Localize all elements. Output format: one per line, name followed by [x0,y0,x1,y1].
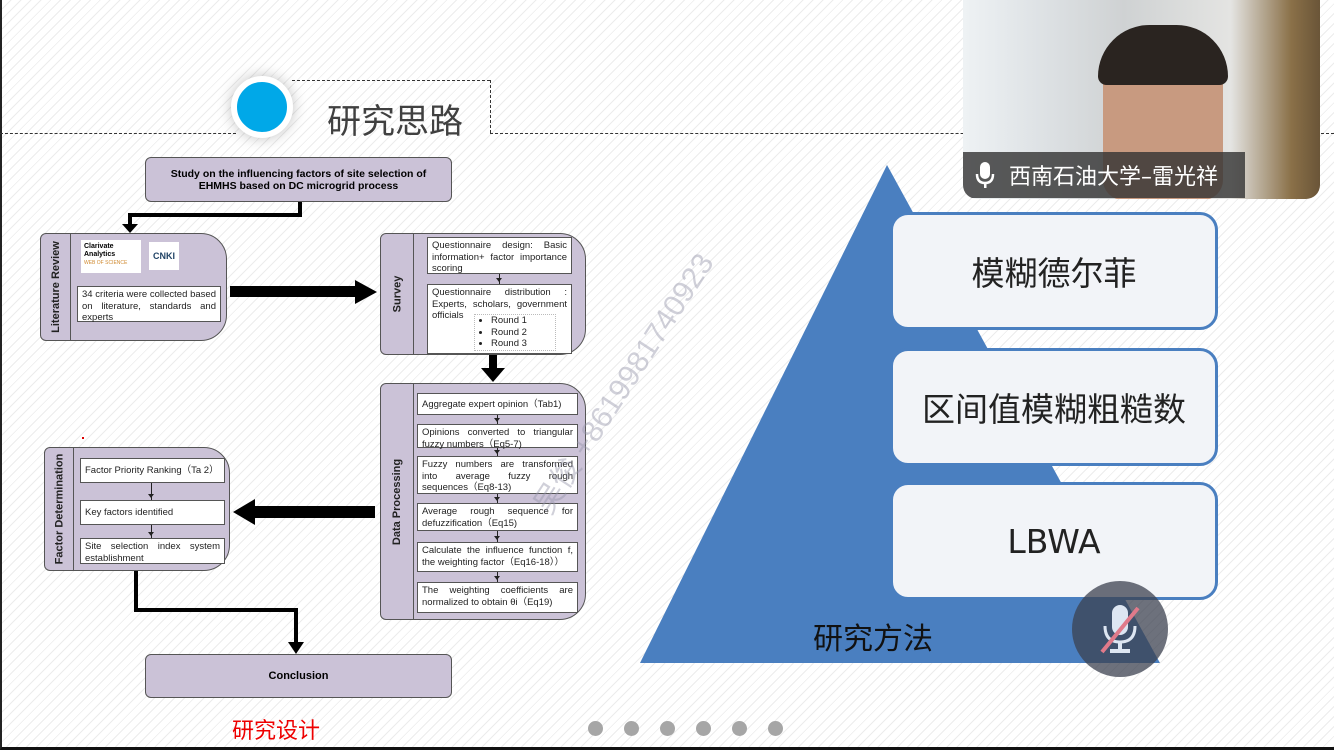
mute-microphone-button[interactable] [1072,581,1168,677]
video-feed[interactable]: 西南石油大学–雷光祥 [963,0,1320,199]
rounds-list: Round 1Round 2Round 3 [474,314,556,351]
header-dashed-line [0,133,236,134]
processing-step: Opinions converted to triangular fuzzy n… [417,424,578,450]
processing-step: Aggregate expert opinion（Tab1) [417,393,578,415]
processing-step: Average rough sequence for defuzzificati… [417,503,578,531]
section-title: 研究思路 [327,102,463,142]
conclusion-box: Conclusion [145,654,452,698]
participant-name: 西南石油大学–雷光祥 [1009,165,1219,190]
page-dot[interactable] [696,721,711,736]
factor-step: Factor Priority Ranking（Ta 2） [80,458,225,483]
methods-caption: 研究方法 [813,622,933,657]
design-caption: 研究设计 [232,719,321,744]
flow-title-box: Study on the influencing factors of site… [145,157,452,202]
method-fuzzy-delphi: 模糊德尔菲 [890,212,1218,330]
section-bullet-circle [231,76,293,138]
page-dot[interactable] [732,721,747,736]
page-dot[interactable] [624,721,639,736]
page-dot[interactable] [588,721,603,736]
survey-box: Survey Questionnaire design: Basic infor… [380,233,586,355]
processing-step: The weighting coefficients are normalize… [417,582,578,613]
arrow-down-icon [288,642,304,654]
processing-step: Calculate the influence function f, the … [417,542,578,572]
method-lbwa: LBWA [890,482,1218,600]
survey-step-design: Questionnaire design: Basic information+… [427,237,572,274]
header-dashed-line [490,133,1334,134]
microphone-icon [975,162,995,188]
factor-determination-box: Factor Determination Factor Priority Ran… [44,447,230,571]
survey-step-distribution: Questionnaire distribution : Experts, sc… [427,284,572,354]
data-processing-box: Data Processing Aggregate expert opinion… [380,383,586,620]
red-dot [82,437,84,439]
participant-name-bar: 西南石油大学–雷光祥 [963,152,1245,198]
page-dot[interactable] [768,721,783,736]
literature-text: 34 criteria were collected based on lite… [77,286,221,323]
method-interval-fuzzy-rough: 区间值模糊粗糙数 [890,348,1218,466]
header-dashed-line [490,80,491,133]
arrow-down-icon [481,368,505,382]
arrow-right-icon [355,280,377,304]
cnki-logo: CNKI [149,242,179,270]
microphone-muted-icon [1100,605,1140,654]
factor-step: Site selection index system establishmen… [80,538,225,564]
factor-step: Key factors identified [80,500,225,525]
header-dashed-line [292,80,490,81]
arrow-down-icon [122,224,138,241]
processing-step: Fuzzy numbers are transformed into avera… [417,456,578,494]
arrow-left-icon [233,499,255,525]
page-dot[interactable] [660,721,675,736]
